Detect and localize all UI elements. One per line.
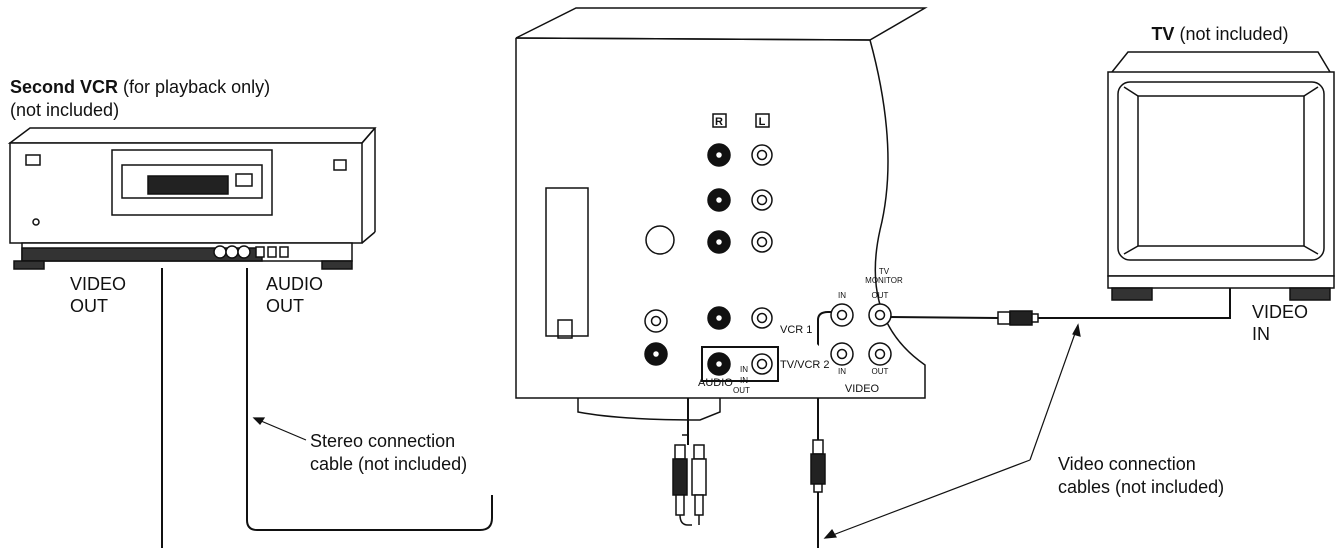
stereo-cable — [246, 268, 493, 531]
tv-title: TV (not included) — [1151, 24, 1288, 44]
second-vcr-title: Second VCR (for playback only) — [10, 77, 270, 97]
video-cable-monitor — [887, 316, 999, 319]
label-r: R — [715, 116, 723, 128]
audio-jacks — [644, 113, 779, 382]
video-plug-tv — [997, 310, 1039, 326]
tv — [1107, 51, 1335, 301]
second-vcr — [7, 127, 377, 270]
stereo-callout-line1: Stereo connection — [310, 431, 455, 451]
label-video-in-bottom: IN — [838, 367, 846, 376]
main-unit-back — [515, 7, 928, 421]
label-tv-monitor-2: MONITOR — [865, 276, 903, 285]
second-vcr-not-included: (not included) — [10, 100, 119, 120]
audio-out-label-line2: OUT — [266, 296, 304, 316]
audio-out-label-line1: AUDIO — [266, 274, 323, 294]
callout-lines — [252, 323, 1081, 539]
video-in-label-line2: IN — [1252, 324, 1270, 344]
label-audio: AUDIO — [698, 377, 733, 389]
video-cable-to-tv — [1038, 287, 1231, 319]
stereo-callout-line2: cable (not included) — [310, 454, 467, 474]
video-in-label-line1: VIDEO — [1252, 302, 1308, 322]
video-callout-line1: Video connection — [1058, 454, 1196, 474]
label-vcr1: VCR 1 — [780, 324, 812, 336]
label-in-vcr1: IN — [740, 365, 748, 374]
video-callout-line2: cables (not included) — [1058, 477, 1224, 497]
label-video-in-top: IN — [838, 291, 846, 300]
video-plug-center — [810, 439, 826, 493]
label-tv-monitor-1: TV — [879, 267, 890, 276]
video-jacks — [830, 303, 892, 366]
label-video: VIDEO — [845, 383, 880, 395]
video-out-label-line2: OUT — [70, 296, 108, 316]
label-video-out-bottom: OUT — [872, 367, 889, 376]
stereo-plugs — [672, 434, 707, 526]
label-tvvcr2: TV/VCR 2 — [780, 359, 830, 371]
label-out-tvvcr2: OUT — [733, 386, 750, 395]
label-l: L — [759, 116, 766, 128]
label-in-tvvcr2: IN — [740, 376, 748, 385]
video-out-label-line1: VIDEO — [70, 274, 126, 294]
video-cable-center-up — [817, 311, 838, 440]
label-video-out-top: OUT — [872, 291, 889, 300]
